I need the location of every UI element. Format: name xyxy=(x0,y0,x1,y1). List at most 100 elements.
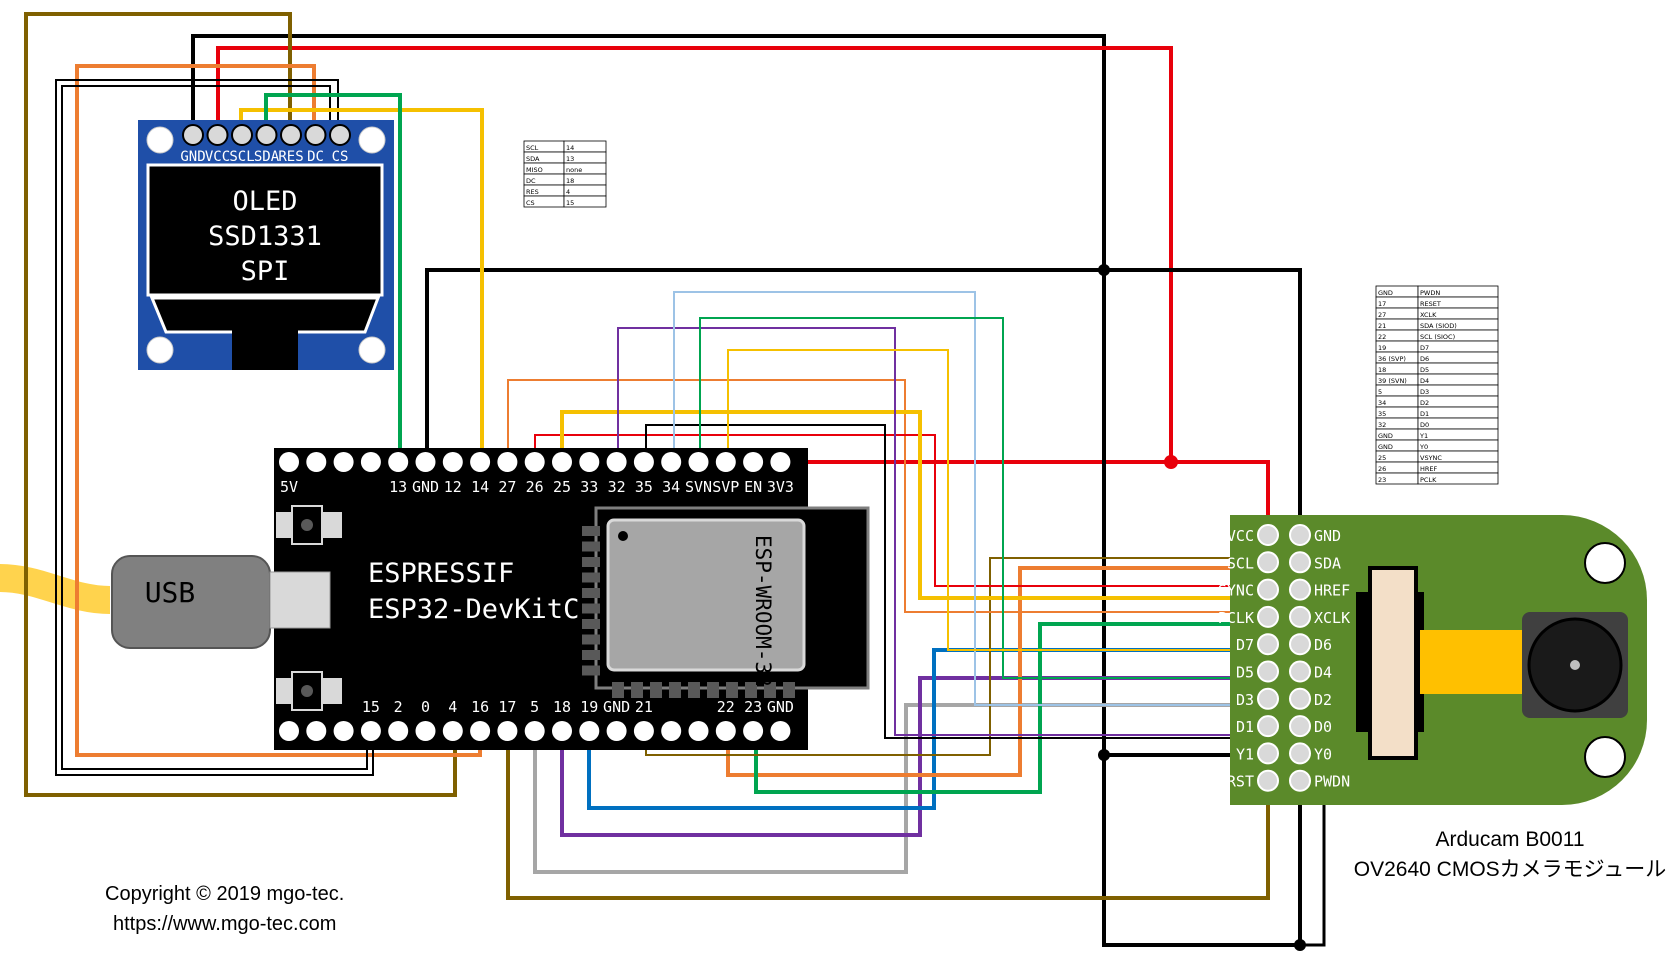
esp32-top-pin xyxy=(688,452,709,472)
camera-right-pin-label: D6 xyxy=(1314,636,1332,654)
oled-screen xyxy=(146,163,384,297)
table-cell-text: RES xyxy=(526,188,539,196)
table-cell xyxy=(1417,395,1499,408)
esp32-top-pin xyxy=(715,452,736,472)
table-cell-text: Y1 xyxy=(1419,432,1428,440)
camera-left-pin-label: SCL xyxy=(1227,554,1254,572)
esp32-top-pin xyxy=(388,452,409,472)
oled-line-2: SSD1331 xyxy=(208,221,322,252)
table-cell-text: 18 xyxy=(566,177,574,185)
esp32-bottom-pin xyxy=(360,721,381,741)
esp32-bottom-pin xyxy=(661,721,682,741)
table-cell-text: PCLK xyxy=(1420,476,1437,484)
wroom-pad xyxy=(707,682,719,698)
camera-pin xyxy=(1257,715,1279,738)
camera-right-pin-label: D2 xyxy=(1314,691,1332,709)
camera-pin xyxy=(1289,524,1311,546)
esp32-bottom-pin xyxy=(579,721,600,741)
wroom-pad xyxy=(582,603,600,614)
camera-right-pin-label: PWDN xyxy=(1314,773,1350,791)
table-cell-text: 4 xyxy=(566,188,570,196)
camera-left-pin-label: Y1 xyxy=(1236,745,1254,763)
wroom-label: ESP-WROOM-32 xyxy=(751,535,775,687)
oled-pin-label: DC xyxy=(307,149,324,165)
esp32-top-pin xyxy=(306,452,327,472)
esp32-top-pin-label: 33 xyxy=(580,478,598,496)
esp32-brand: ESPRESSIF xyxy=(368,558,514,589)
table-cell-text: D1 xyxy=(1420,410,1429,418)
camera-connector-slot xyxy=(1368,566,1418,760)
esp32-top-pin xyxy=(661,452,682,472)
table-cell xyxy=(1417,340,1499,353)
esp32-bottom-pin-label: 18 xyxy=(553,698,571,716)
copyright-url[interactable]: https://www.mgo-tec.com xyxy=(113,913,336,935)
oled-pin-vcc xyxy=(206,124,229,146)
camera-left-pin-label: D5 xyxy=(1236,664,1254,682)
wire-green-dc xyxy=(264,93,402,462)
esp32-bottom-pin-label: 17 xyxy=(498,698,516,716)
camera-pin xyxy=(1289,660,1311,683)
table-cell-text: 21 xyxy=(1378,322,1386,330)
camera-pin xyxy=(1289,687,1311,710)
esp32-top-pin-label: 12 xyxy=(444,478,462,496)
table-cell xyxy=(1417,472,1499,485)
esp32-bottom-pin xyxy=(715,721,736,741)
wire-orange-scl xyxy=(726,566,1268,777)
table-cell-text: 36 (SVP) xyxy=(1378,355,1406,363)
esp32-bottom-pin-label: 5 xyxy=(530,698,539,716)
esp32-bottom-pin-label: 16 xyxy=(471,698,489,716)
table-cell-text: VSYNC xyxy=(1420,454,1442,462)
esp32-top-pin-label: 13 xyxy=(389,478,407,496)
table-cell-text: none xyxy=(566,166,582,174)
boot-button[interactable] xyxy=(291,505,323,545)
esp32-bottom-pin-label: 22 xyxy=(717,698,735,716)
table-cell xyxy=(1417,406,1499,419)
esp32-bottom-pin xyxy=(470,721,491,741)
camera-mount-hole xyxy=(1584,736,1626,778)
camera-pin xyxy=(1289,578,1311,601)
wire-purple-d0 xyxy=(617,327,1300,736)
wroom-pad xyxy=(612,682,624,698)
oled-pin-dc xyxy=(304,124,327,146)
camera-right-pin-label: SDA xyxy=(1314,554,1341,572)
esp32-top-pin-label: SVP xyxy=(712,478,739,496)
camera-left-pin-label: D3 xyxy=(1236,691,1254,709)
wroom-pad xyxy=(582,634,600,645)
esp32-bottom-pin xyxy=(606,721,627,741)
esp32-bottom-pin-label: 0 xyxy=(421,698,430,716)
esp32-top-pin xyxy=(552,452,572,472)
wire-green-d4 xyxy=(699,317,1300,679)
esp32-bottom-pin-label: 15 xyxy=(362,698,380,716)
camera-caption-line-1: Arducam B0011 xyxy=(1435,828,1584,851)
esp32-top-pin xyxy=(360,452,381,472)
oled-screen-bezel xyxy=(149,296,381,334)
esp32-bottom-pin xyxy=(388,721,409,741)
esp32-top-pin xyxy=(606,452,627,472)
junction-dot xyxy=(1098,749,1110,761)
esp32-bottom-pin xyxy=(442,721,463,741)
wroom-pad xyxy=(631,682,643,698)
camera-left-pin-label: D1 xyxy=(1236,718,1254,736)
copyright-line-1: Copyright © 2019 mgo-tec. xyxy=(105,883,344,905)
table-cell-text: 23 xyxy=(1378,476,1386,484)
wire-black-cs-a xyxy=(55,79,374,776)
camera-pin xyxy=(1257,551,1279,574)
esp32-top-pin-label: 27 xyxy=(498,478,516,496)
junction-dot xyxy=(1164,455,1178,469)
boot-button-cap xyxy=(301,519,313,531)
table-cell-text: 19 xyxy=(1378,344,1386,352)
table-cell-text: PWDN xyxy=(1420,289,1440,297)
camera-pin xyxy=(1257,742,1279,765)
table-cell-text: XCLK xyxy=(1420,311,1437,319)
esp32-bottom-pin xyxy=(688,721,709,741)
wroom-pad xyxy=(582,526,600,536)
table-cell-text: 26 xyxy=(1378,465,1386,473)
wroom-pad xyxy=(582,572,600,583)
table-cell-text: D6 xyxy=(1420,355,1429,363)
wire-green-pclk xyxy=(754,622,1268,794)
wroom-pad xyxy=(582,619,600,629)
esp32-bottom-pin xyxy=(552,721,572,741)
camera-flex-cable xyxy=(1420,630,1530,694)
